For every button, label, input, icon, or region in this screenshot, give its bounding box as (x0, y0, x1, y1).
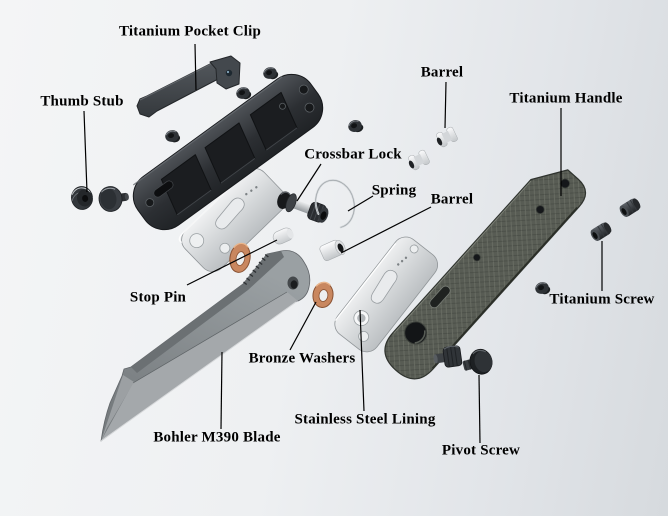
label-titanium-screw: Titanium Screw (549, 291, 655, 308)
label-titanium-pocket-clip: Titanium Pocket Clip (118, 23, 262, 40)
handle-screw-hole (560, 178, 570, 189)
part-pivot-screw (462, 348, 493, 375)
leader-spring (347, 195, 374, 212)
blade-jimping (243, 253, 269, 286)
handle-screw-hole (472, 253, 481, 262)
scale-lanyard-slot (153, 180, 174, 198)
part-thumb-stub-right (98, 186, 129, 212)
label-barrel-lower: Barrel (430, 191, 474, 208)
leader-lines (83, 43, 603, 444)
handle-screw-hole (535, 205, 545, 214)
leader-titanium-pocket-clip (194, 43, 197, 91)
lining-hole (189, 233, 205, 249)
part-bronze-washer-2 (312, 281, 334, 308)
blade-tip-facet (101, 375, 134, 441)
lining-kidney-cutout (215, 197, 245, 230)
label-pivot-screw: Pivot Screw (441, 442, 521, 459)
handle-pivot-hole (404, 321, 428, 345)
part-screw-3 (163, 128, 182, 145)
part-bohler-m390-blade (100, 250, 311, 442)
part-titanium-screw-2 (588, 220, 614, 244)
label-bohler-m390-blade: Bohler M390 Blade (153, 429, 281, 446)
leader-crossbar-lock (296, 163, 322, 202)
lining-hole (409, 244, 419, 254)
blade-spine-facet (131, 251, 284, 373)
scale-hole (279, 102, 286, 110)
leader-barrel-upper (444, 81, 447, 129)
part-stop-pin (272, 227, 294, 245)
part-crossbar-lock (277, 191, 329, 223)
label-thumb-stub: Thumb Stub (40, 93, 124, 110)
lining-hole (219, 242, 231, 254)
part-screw-4 (346, 117, 365, 136)
scale-hole (145, 198, 155, 208)
part-barrel-middle (405, 148, 431, 173)
leader-bronze-washers (289, 301, 317, 351)
lining-kidney-cutout (370, 269, 398, 304)
label-stainless-steel-lining: Stainless Steel Lining (294, 411, 436, 428)
part-pivot-barrel (433, 345, 463, 368)
leader-stop-pin (186, 239, 278, 286)
leader-bohler-m390-blade (220, 351, 223, 430)
part-titanium-pocket-clip (136, 55, 241, 118)
blade-edge-bevel (101, 292, 298, 441)
leader-pivot-screw (478, 374, 481, 444)
label-bronze-washers: Bronze Washers (248, 350, 356, 367)
label-spring: Spring (371, 182, 417, 199)
leader-stainless-steel-lining (359, 309, 365, 412)
part-spring (314, 179, 356, 229)
scale-hole (304, 102, 315, 113)
label-barrel-upper: Barrel (420, 64, 464, 81)
label-titanium-handle: Titanium Handle (509, 90, 623, 107)
leader-thumb-stub (83, 110, 88, 193)
label-crossbar-lock: Crossbar Lock (304, 146, 402, 163)
part-thumb-stub-left (71, 186, 93, 210)
scale-hole (298, 84, 309, 95)
part-titanium-handle (384, 169, 587, 380)
handle-thumb-slot (429, 285, 451, 309)
leader-barrel-lower (340, 206, 432, 254)
label-stop-pin: Stop Pin (129, 289, 187, 306)
part-handle-scale-inner (132, 73, 324, 231)
part-titanium-screw-1 (617, 196, 643, 220)
part-stainless-steel-lining-back (178, 168, 287, 273)
part-barrel-lower (319, 239, 346, 261)
part-barrel-upper (433, 125, 459, 150)
clip-screw-hole (225, 69, 233, 77)
